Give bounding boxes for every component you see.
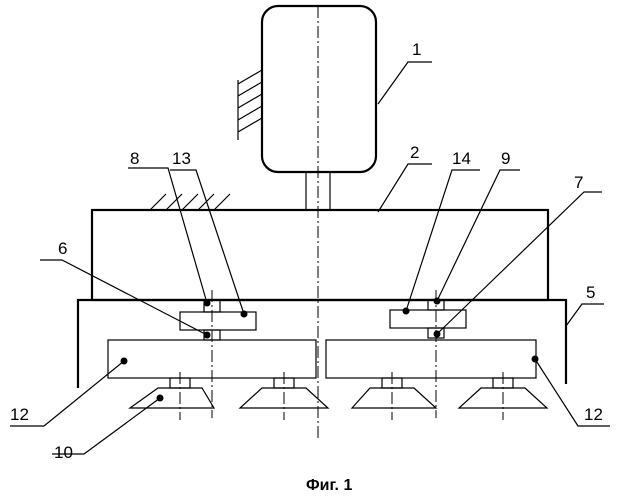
suction-cup-1 (130, 378, 214, 408)
label-7: 7 (574, 173, 583, 192)
motor-body (262, 6, 376, 172)
label-9: 9 (501, 149, 510, 168)
label-8: 8 (130, 149, 139, 168)
motor-mount-hatching (238, 70, 262, 140)
right-carrier (326, 340, 536, 378)
label-2: 2 (410, 143, 419, 162)
housing-hatching (150, 194, 230, 210)
label-5: 5 (586, 283, 595, 302)
label-6: 6 (58, 239, 67, 258)
label-10: 10 (54, 443, 73, 462)
leader-lines (10, 62, 610, 454)
label-14: 14 (452, 149, 471, 168)
gear-housing (92, 210, 548, 300)
right-gear (390, 310, 466, 328)
figure-caption: Фиг. 1 (306, 477, 352, 494)
suction-cup-3 (352, 378, 436, 408)
label-12-left: 12 (10, 405, 29, 424)
label-1: 1 (412, 40, 421, 59)
frame (78, 300, 566, 388)
label-13: 13 (172, 149, 191, 168)
label-12-right: 12 (584, 405, 603, 424)
